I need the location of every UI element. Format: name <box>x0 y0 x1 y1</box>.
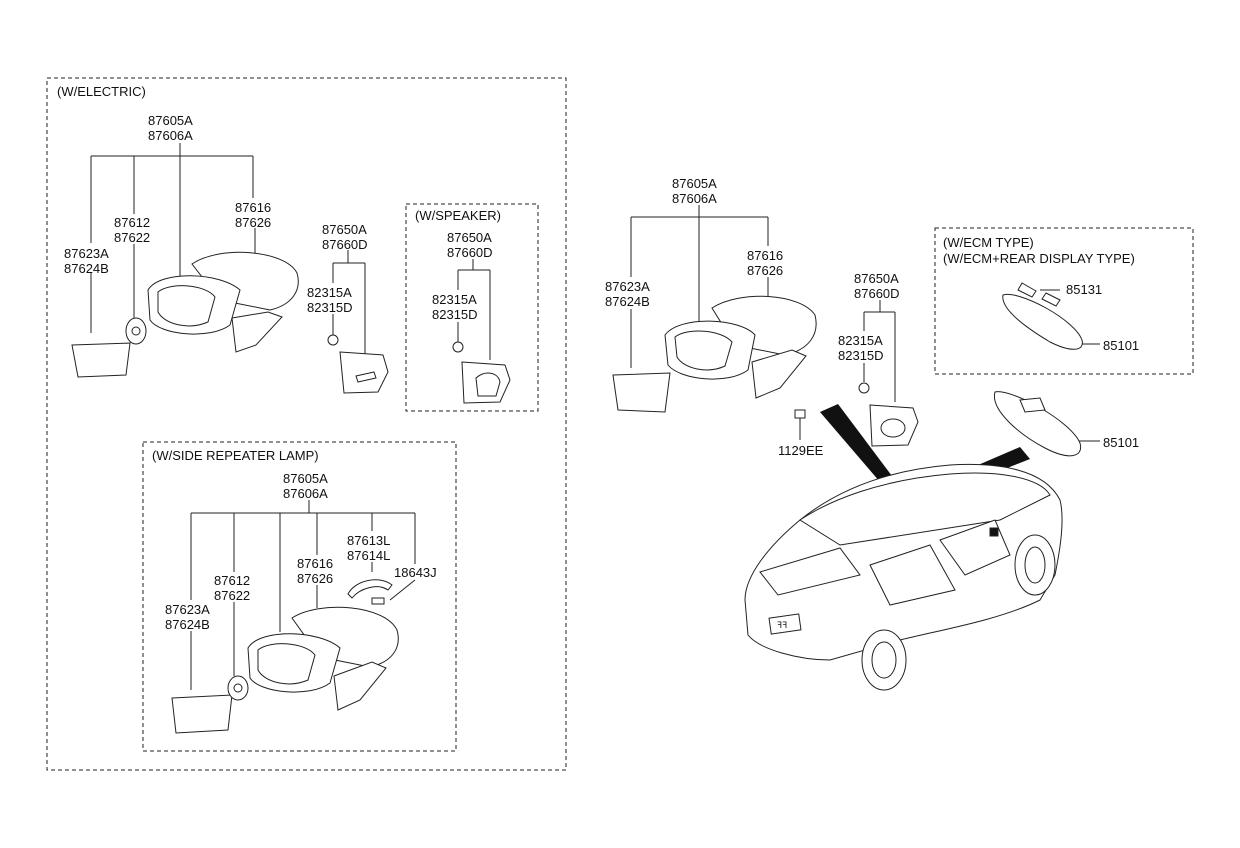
frame-ecm <box>934 227 1194 375</box>
frame-speaker <box>405 203 539 412</box>
box-title-ecm-1: (W/ECM TYPE) <box>943 235 1034 250</box>
right-screw <box>794 409 806 428</box>
electric-mirror-glass <box>71 342 131 378</box>
ecm-mirror-label: 85101 <box>1103 338 1140 353</box>
frame-electric <box>46 77 567 771</box>
electric-mirror-housing <box>147 251 299 353</box>
electric-actuator <box>125 317 147 345</box>
electric-leaders <box>90 143 366 355</box>
electric-garnish <box>339 351 389 394</box>
box-title-electric: (W/ELECTRIC) <box>57 84 146 99</box>
box-title-ecm-2: (W/ECM+REAR DISPLAY TYPE) <box>943 251 1135 266</box>
repeater-bulb-label: 18643J <box>394 565 437 580</box>
electric-clip <box>327 334 339 346</box>
repeater-bulb <box>371 597 385 605</box>
ecm-connector <box>1017 282 1061 307</box>
ecm-connector-label: 85131 <box>1066 282 1103 297</box>
speaker-leaders <box>457 259 491 360</box>
inside-mirror <box>994 391 1082 457</box>
right-mirror-housing <box>664 295 817 399</box>
frame-repeater <box>142 441 457 752</box>
repeater-lamp <box>347 579 393 599</box>
right-clip <box>858 382 870 394</box>
box-title-repeater: (W/SIDE REPEATER LAMP) <box>152 448 319 463</box>
repeater-actuator <box>227 675 249 701</box>
repeater-leaders <box>190 500 416 690</box>
box-title-speaker: (W/SPEAKER) <box>415 208 501 223</box>
car-illustration <box>744 463 1063 691</box>
right-screw-label: 1129EE <box>778 443 824 458</box>
speaker-garnish <box>461 361 511 404</box>
inside-mirror-label: 85101 <box>1103 435 1140 450</box>
car-badge: ꟻꟻ <box>777 620 787 630</box>
speaker-clip <box>452 341 464 353</box>
repeater-mirror-housing <box>247 606 399 711</box>
right-mirror-glass <box>612 372 671 413</box>
repeater-mirror-glass <box>171 694 233 734</box>
ecm-inside-mirror <box>1002 293 1083 350</box>
right-garnish <box>869 404 919 447</box>
